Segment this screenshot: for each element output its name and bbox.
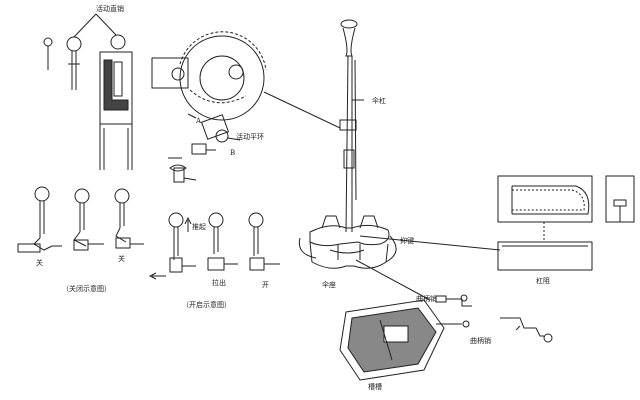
caption-open: （开启示意图）: [182, 301, 231, 309]
label-pull-out: 拉出: [212, 279, 226, 287]
open-schematic-group: [148, 212, 280, 280]
small-ring-2: [66, 36, 82, 52]
base-top: [309, 224, 390, 247]
label-stand-a: A: [196, 117, 202, 125]
label-pin-top: 活动直销: [96, 5, 124, 13]
label-stand-b: B: [230, 149, 236, 157]
leader-right: [359, 235, 501, 251]
leader-down: [355, 259, 431, 301]
clamp-ring-group: [151, 31, 267, 183]
tall-stand-group: [298, 19, 397, 269]
lever-detail-group: [497, 175, 635, 271]
closed-schematic-group: [17, 186, 144, 253]
small-ring-1: [43, 37, 53, 47]
clamp-ring-outer: [179, 35, 265, 121]
label-base-board: 伞座: [322, 281, 336, 289]
label-slot: 槽槽: [368, 383, 382, 391]
label-ring-pin: 活动平环: [236, 133, 264, 141]
label-close: 关: [36, 259, 43, 267]
label-lever-detail: 杠阻: [536, 277, 550, 285]
pin-detail-group: [43, 13, 133, 170]
small-ring-3: [110, 34, 126, 50]
label-press-pin: 抑键: [400, 237, 414, 245]
label-crank-pin-2: 曲柄销: [470, 337, 491, 345]
label-handle-bar: 伞杠: [372, 97, 386, 105]
label-crank-pin: 曲柄销: [416, 295, 437, 303]
slot-block-group: [339, 299, 445, 381]
label-close-2: 关: [118, 255, 125, 263]
label-push-up: 推起: [192, 223, 206, 231]
caption-close: （关闭示意图）: [62, 285, 111, 293]
crank-pin-group: [435, 294, 553, 343]
socket-tube: [99, 51, 133, 125]
label-open: 开: [262, 281, 269, 289]
leader-left: [263, 91, 341, 129]
